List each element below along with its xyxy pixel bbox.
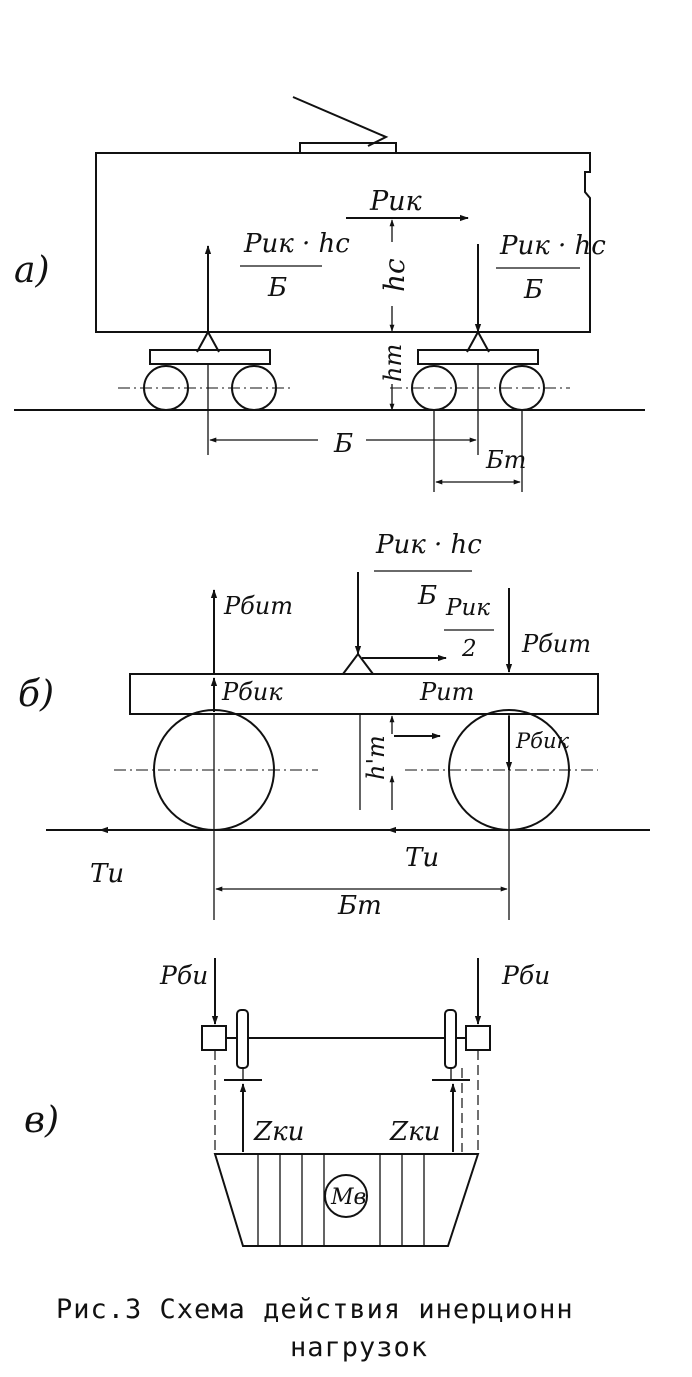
panel-b: б) Pик · hc Б Pик 2 Pбит Pбик <box>18 530 650 921</box>
right-fraction-denominator: Б <box>523 275 543 305</box>
bogie-frame-beam <box>129 673 599 715</box>
bogie-base-label: Бт <box>485 446 526 474</box>
right-bogie-frame <box>417 349 539 365</box>
left-fraction-numerator: Pик · hc <box>243 229 350 259</box>
base-label: Б <box>333 429 353 459</box>
panel-a: а) Pик hc <box>14 96 645 492</box>
left-axle-box <box>201 1025 227 1051</box>
roof-equipment <box>299 142 397 154</box>
figure-caption-line1: Рис.3 Схема действия инерционн <box>56 1294 574 1325</box>
right-z-ki-label: Zки <box>389 1117 440 1147</box>
left-traction-label: Tи <box>90 859 124 889</box>
right-wheel-disc <box>444 1009 457 1069</box>
p-ik-label: Pик <box>369 186 423 217</box>
car-body <box>95 152 591 333</box>
moment-circle <box>324 1174 368 1218</box>
panel-a-tag: а) <box>14 250 50 291</box>
panel-b-tag: б) <box>18 674 54 715</box>
left-p-bit-label: Pбит <box>223 592 293 620</box>
left-bogie-frame <box>149 349 271 365</box>
bogie-base-label: Бт <box>337 891 382 921</box>
right-p-bik-label: Pбик <box>515 729 569 753</box>
moment-diagram <box>213 1153 480 1247</box>
right-axle-box <box>465 1025 491 1051</box>
right-p-bit-label: Pбит <box>521 630 591 658</box>
right-traction-label: Tи <box>405 843 439 873</box>
left-z-ki-label: Zки <box>253 1117 304 1147</box>
left-p-bi-label: Pби <box>159 961 208 990</box>
p-it-label: Pит <box>419 678 474 706</box>
top-fraction-denominator: Б <box>417 581 437 611</box>
half-fraction-numerator: Pик <box>445 595 490 621</box>
moment-label: Mв <box>330 1185 366 1210</box>
left-p-bik-label: Pбик <box>221 678 283 706</box>
half-fraction-denominator: 2 <box>461 636 477 662</box>
left-wheel-disc <box>236 1009 249 1069</box>
left-fraction-denominator: Б <box>267 273 287 303</box>
hc-label: hc <box>378 258 411 292</box>
right-fraction-numerator: Pик · hc <box>499 231 606 261</box>
pantograph <box>292 96 389 147</box>
figure-caption-line2: нагрузок <box>290 1332 428 1363</box>
ht-label: hт <box>379 344 407 382</box>
panel-v-tag: в) <box>24 1100 59 1141</box>
panel-v: в) Pби Pби Zки Zки <box>24 958 550 1247</box>
right-p-bi-label: Pби <box>501 961 550 990</box>
ht-prime-label: h'т <box>362 735 390 780</box>
moment-hatching <box>257 1154 425 1246</box>
top-fraction-numerator: Pик · hc <box>375 530 482 560</box>
